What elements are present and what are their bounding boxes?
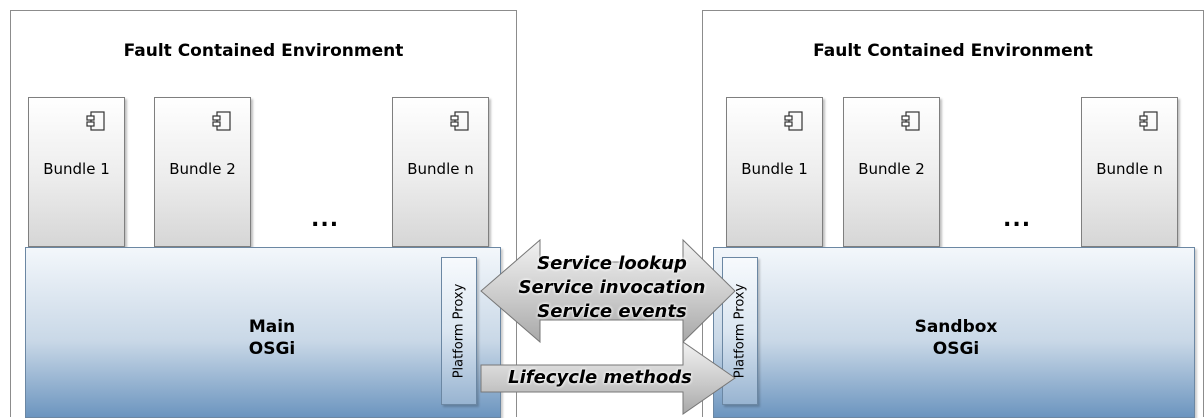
left-bundle-1: Bundle 1 (28, 97, 125, 247)
osgi-label-line1: Sandbox (914, 317, 998, 337)
right-environment-title: Fault Contained Environment (813, 41, 1093, 61)
lifecycle-arrow (480, 341, 736, 415)
component-icon (1139, 111, 1158, 131)
component-icon (784, 111, 803, 131)
left-bundle-2: Bundle 2 (154, 97, 251, 247)
right-bundle-n: Bundle n (1081, 97, 1178, 247)
left-environment: Fault Contained Environment Bundle 1 Bun… (10, 10, 517, 418)
main-osgi-block: Main OSGi Platform Proxy (25, 247, 501, 418)
osgi-label-line1: Main (248, 317, 296, 337)
sandbox-osgi-block: Sandbox OSGi Platform Proxy (713, 247, 1195, 418)
right-bundle-1: Bundle 1 (726, 97, 823, 247)
bundle-label: Bundle n (407, 160, 474, 178)
ellipsis: ... (1003, 207, 1032, 232)
left-bundle-n: Bundle n (392, 97, 489, 247)
service-arrow-labels: Service lookup Service invocation Servic… (500, 252, 724, 324)
osgi-label-line2: OSGi (248, 339, 296, 359)
component-icon (212, 111, 231, 131)
right-environment: Fault Contained Environment Bundle 1 Bun… (702, 10, 1204, 418)
lifecycle-methods-label: Lifecycle methods (508, 367, 692, 388)
bundle-label: Bundle n (1096, 160, 1163, 178)
component-icon (450, 111, 469, 131)
main-osgi-label: Main OSGi (212, 316, 332, 360)
left-environment-title: Fault Contained Environment (123, 41, 404, 61)
service-invocation-label: Service invocation (518, 277, 706, 298)
bundle-label: Bundle 1 (43, 160, 110, 178)
left-platform-proxy: Platform Proxy (441, 257, 477, 405)
component-icon (86, 111, 105, 131)
component-icon (901, 111, 920, 131)
right-platform-proxy: Platform Proxy (722, 257, 758, 405)
service-lookup-label: Service lookup (537, 253, 687, 274)
bidirectional-service-arrow (480, 238, 736, 344)
bundle-label: Bundle 2 (858, 160, 925, 178)
sandbox-osgi-label: Sandbox OSGi (896, 316, 1016, 360)
osgi-label-line2: OSGi (932, 339, 980, 359)
bundle-label: Bundle 1 (741, 160, 808, 178)
right-bundle-2: Bundle 2 (843, 97, 940, 247)
bundle-label: Bundle 2 (169, 160, 236, 178)
service-events-label: Service events (537, 301, 687, 322)
ellipsis: ... (311, 207, 340, 232)
